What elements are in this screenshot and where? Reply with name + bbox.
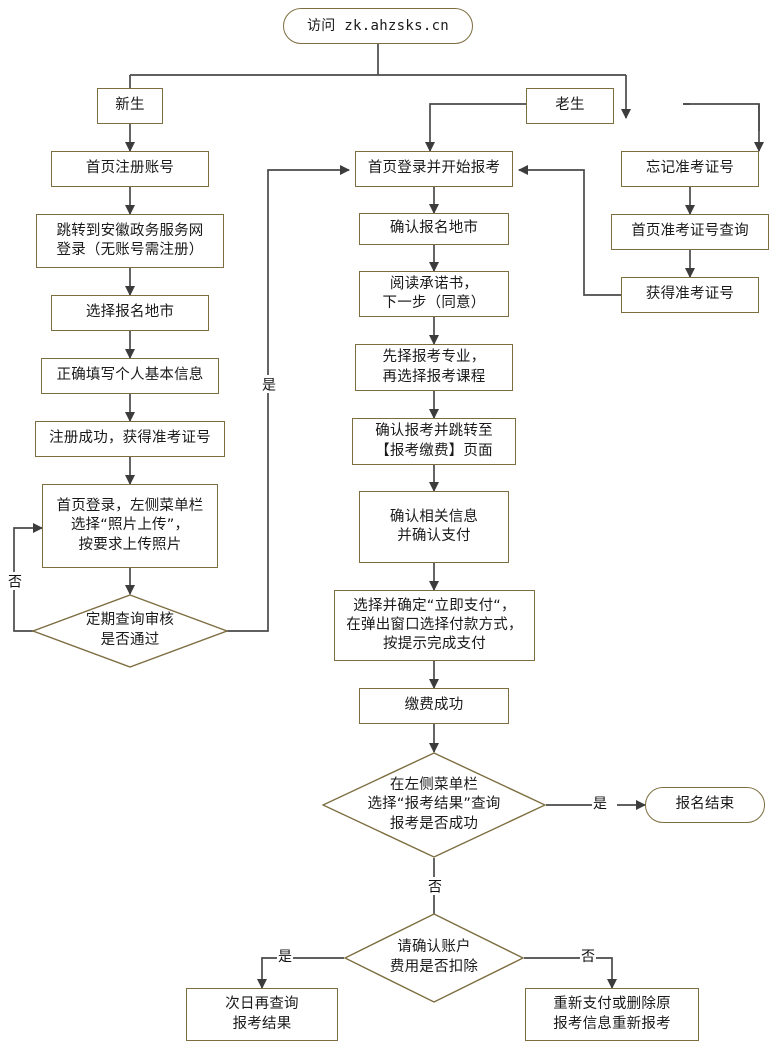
node-old-student[interactable]: 老生	[526, 88, 614, 124]
node-upload-photo[interactable]: 首页登录，左侧菜单栏 选择“照片上传”， 按要求上传照片	[42, 484, 218, 568]
edge-label-result-yes: 是	[592, 796, 608, 812]
node-read-promise[interactable]: 阅读承诺书， 下一步（同意）	[359, 271, 509, 317]
node-jump-gov-site[interactable]: 跳转到安徽政务服务网 登录（无账号需注册）	[36, 214, 224, 268]
edge-label-audit-no: 否	[6, 572, 22, 590]
edge-fee-yes-to-nextday	[256, 957, 344, 990]
node-select-major-course[interactable]: 先择报考专业， 再选择报考课程	[355, 344, 513, 391]
edge-label-fee-yes: 是	[277, 949, 293, 965]
node-start-label: 访问 zk.ahzsks.cn	[306, 17, 450, 34]
node-lookup-exam-number[interactable]: 首页准考证号查询	[611, 214, 769, 250]
node-new-student[interactable]: 新生	[97, 88, 163, 124]
edge-label-result-no: 否	[426, 877, 442, 895]
node-audit-decision[interactable]: 定期查询审核 是否通过	[32, 594, 228, 668]
node-fill-personal-info[interactable]: 正确填写个人基本信息	[41, 358, 219, 394]
node-audit-decision-label: 定期查询审核 是否通过	[85, 612, 175, 648]
node-start[interactable]: 访问 zk.ahzsks.cn	[283, 8, 473, 44]
node-register-account[interactable]: 首页注册账号	[51, 151, 209, 187]
edge-getnum-to-login	[517, 164, 621, 296]
node-select-city[interactable]: 选择报名地市	[51, 295, 209, 331]
node-fee-decision[interactable]: 请确认账户 费用是否扣除	[344, 913, 524, 1003]
node-query-next-day[interactable]: 次日再查询 报考结果	[186, 988, 338, 1041]
node-end[interactable]: 报名结束	[645, 787, 765, 823]
edge-old-to-forget-1	[683, 103, 760, 128]
edge-audit-yes-to-login	[209, 164, 351, 632]
node-repay-or-delete[interactable]: 重新支付或删除原 报考信息重新报考	[525, 988, 699, 1041]
edge-label-audit-yes: 是	[260, 375, 276, 393]
node-login-and-start[interactable]: 首页登录并开始报考	[355, 151, 513, 187]
node-confirm-info-pay[interactable]: 确认相关信息 并确认支付	[359, 491, 509, 563]
node-fee-decision-label: 请确认账户 费用是否扣除	[389, 939, 479, 975]
node-register-success[interactable]: 注册成功，获得准考证号	[35, 421, 225, 457]
node-confirm-city[interactable]: 确认报名地市	[359, 213, 509, 245]
node-forget-exam-number[interactable]: 忘记准考证号	[621, 151, 759, 187]
node-pay-success[interactable]: 缴费成功	[359, 688, 509, 724]
node-confirm-and-jump-pay[interactable]: 确认报考并跳转至 【报考缴费】页面	[352, 418, 516, 465]
edge-label-fee-no: 否	[580, 949, 596, 965]
node-get-exam-number[interactable]: 获得准考证号	[621, 277, 759, 313]
node-result-decision[interactable]: 在左侧菜单栏 选择“报考结果”查询 报考是否成功	[322, 752, 546, 858]
edge-fee-no-to-repay	[524, 957, 618, 990]
node-result-decision-label: 在左侧菜单栏 选择“报考结果”查询 报考是否成功	[367, 776, 501, 832]
node-pay-now[interactable]: 选择并确定“立即支付“， 在弹出窗口选择付款方式， 按提示完成支付	[334, 590, 535, 661]
audit-diamond-shape	[32, 594, 228, 668]
result-diamond-shape	[322, 752, 546, 858]
fee-diamond-shape	[344, 913, 524, 1003]
